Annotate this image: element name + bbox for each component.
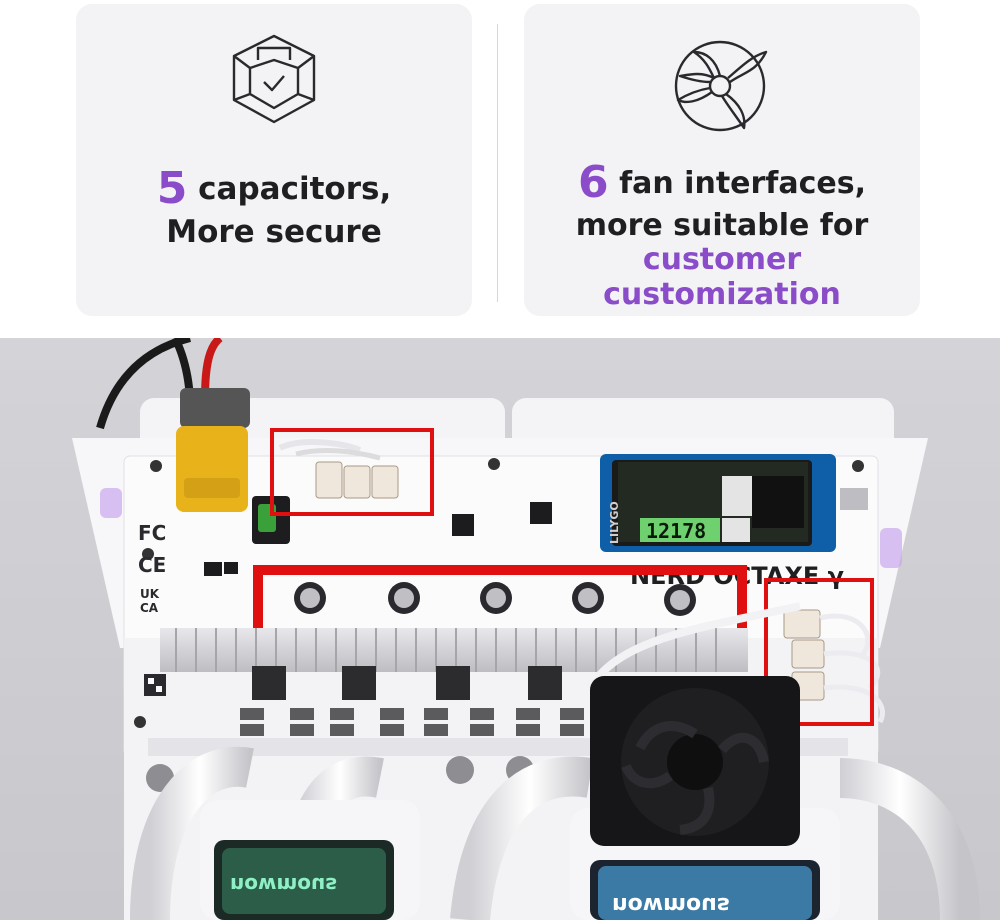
capacitor-count: 5 <box>156 163 188 214</box>
svg-text:CA: CA <box>140 601 159 615</box>
ukca-mark: UK <box>140 587 160 601</box>
fan-subtext: more suitable for <box>575 207 869 243</box>
highlight-fan-headers-top <box>270 428 434 516</box>
fan-highlight-2: customization <box>603 276 841 312</box>
ce-mark: CE <box>138 553 166 577</box>
display-value: 12178 <box>646 519 706 543</box>
pump-label-right: nowmous <box>612 892 730 917</box>
fan-count: 6 <box>578 157 609 208</box>
capacitor-subtext: More secure <box>166 213 382 250</box>
feature-card-capacitors: 5 capacitors, More secure <box>76 4 472 316</box>
fan-text: fan interfaces, <box>608 166 866 201</box>
product-photo: FC CE UK CA 12178 LILYGO <box>0 338 1000 920</box>
fans-headline: 6 fan interfaces, more suitable for cust… <box>524 157 920 312</box>
fan-highlight-1: customer <box>642 242 802 278</box>
pump-label-left: nowmous <box>230 873 337 897</box>
feature-band: 5 capacitors, More secure 6 fan interfac… <box>0 0 1000 338</box>
shield-capacitor-icon <box>232 34 316 124</box>
card-divider <box>497 24 498 302</box>
feature-card-fans: 6 fan interfaces, more suitable for cust… <box>524 4 920 316</box>
capacitor-text: capacitors, <box>187 171 392 207</box>
display-brand: LILYGO <box>608 501 621 544</box>
highlight-fan-headers-side <box>764 578 874 726</box>
fan-icon <box>674 40 768 132</box>
product-illustration: FC CE UK CA 12178 LILYGO <box>0 338 1000 920</box>
capacitors-headline: 5 capacitors, More secure <box>76 163 472 250</box>
fc-mark: FC <box>138 521 166 545</box>
